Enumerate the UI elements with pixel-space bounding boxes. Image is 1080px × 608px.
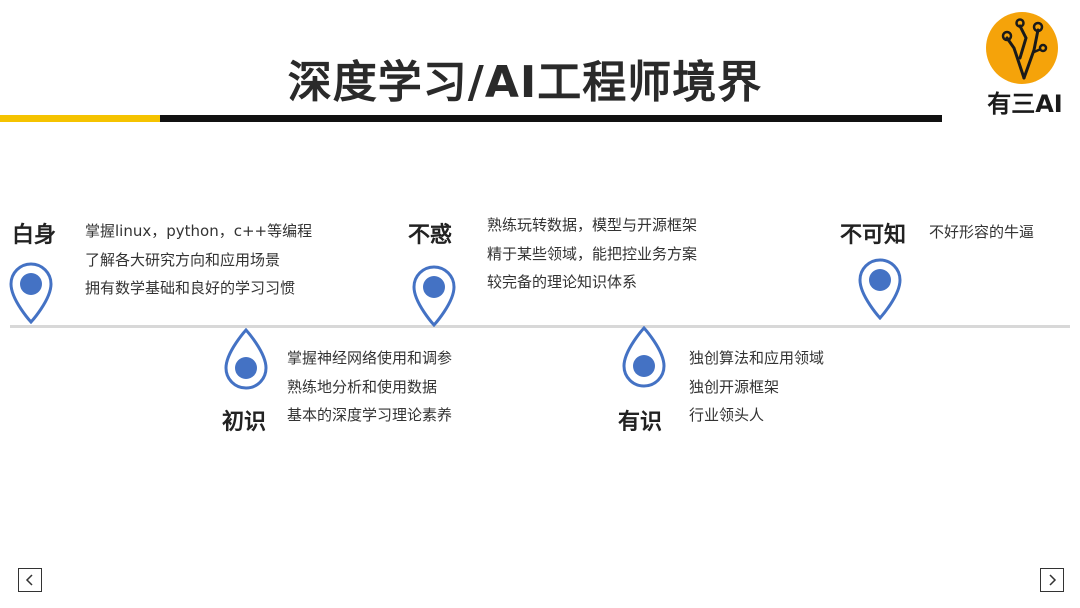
desc-line: 掌握神经网络使用和调参 <box>287 349 453 367</box>
prev-slide-button[interactable] <box>18 568 42 592</box>
desc-line: 熟练玩转数据，模型与开源框架 <box>487 216 698 234</box>
map-pin-icon <box>224 328 268 390</box>
stage-desc-buhuo: 熟练玩转数据，模型与开源框架 精于某些领域，能把控业务方案 较完备的理论知识体系 <box>487 211 697 297</box>
stage-label-baishen: 白身 <box>12 223 57 248</box>
circuit-bulb-icon <box>986 12 1058 84</box>
stage-label-chushi: 初识 <box>222 410 267 435</box>
timeline-line <box>10 325 1070 328</box>
stage-desc-bukezhi: 不好形容的牛逼 <box>929 218 1034 247</box>
logo-text: 有三AI <box>987 90 1063 118</box>
chevron-right-icon <box>1049 574 1057 586</box>
map-pin-icon <box>622 326 666 388</box>
desc-line: 不好形容的牛逼 <box>929 223 1035 241</box>
desc-line: 独创开源框架 <box>689 377 780 396</box>
desc-line: 行业领头人 <box>689 406 765 424</box>
desc-line: 了解各大研究方向和应用场景 <box>85 250 281 269</box>
desc-line: 拥有数学基础和良好的学习习惯 <box>85 279 296 297</box>
stage-desc-youshi: 独创算法和应用领域 独创开源框架 行业领头人 <box>689 344 824 430</box>
title-underline <box>160 115 942 122</box>
next-slide-button[interactable] <box>1040 568 1064 592</box>
slide-title: 深度学习/AI工程师境界 <box>287 57 763 108</box>
stage-desc-baishen: 掌握linux，python，c++等编程 了解各大研究方向和应用场景 拥有数学… <box>85 217 312 303</box>
stage-label-buhuo: 不惑 <box>408 223 453 248</box>
desc-line: 独创算法和应用领域 <box>689 349 825 367</box>
chevron-left-icon <box>25 574 33 586</box>
desc-line: 熟练地分析和使用数据 <box>287 377 438 396</box>
brand-logo: 有三AI <box>980 8 1070 118</box>
desc-line: 基本的深度学习理论素养 <box>287 406 453 424</box>
desc-line: 精于某些领域，能把控业务方案 <box>487 244 698 263</box>
desc-line: 掌握linux，python，c++等编程 <box>85 222 313 240</box>
desc-line: 较完备的理论知识体系 <box>487 273 638 291</box>
stage-desc-chushi: 掌握神经网络使用和调参 熟练地分析和使用数据 基本的深度学习理论素养 <box>287 344 452 430</box>
map-pin-icon <box>858 258 902 320</box>
stage-label-bukezhi: 不可知 <box>840 223 907 248</box>
map-pin-icon <box>412 265 456 327</box>
map-pin-icon <box>9 262 53 324</box>
stage-label-youshi: 有识 <box>618 410 663 435</box>
title-underline-accent <box>0 115 160 122</box>
